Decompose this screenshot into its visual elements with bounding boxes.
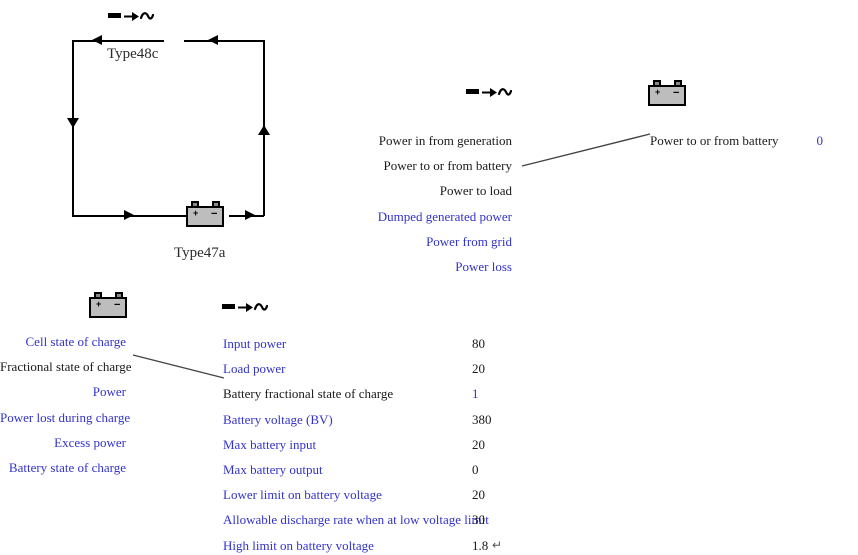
battery-minus-mark: − (211, 208, 218, 220)
parameter-value[interactable]: 80 (472, 336, 485, 351)
generation-output-row[interactable]: Dumped generated power (300, 204, 512, 229)
battery-input-list: Power to or from battery 0 (650, 128, 850, 153)
battery-body (89, 297, 127, 318)
battery-icon[interactable]: + − (648, 80, 690, 108)
generation-output-row[interactable]: Power loss (300, 254, 512, 279)
output-label: Cell state of charge (25, 334, 126, 349)
output-label: Power in from generation (378, 133, 512, 148)
battery-output-row[interactable]: Battery state of charge (0, 455, 126, 480)
parameter-label[interactable]: Battery fractional state of charge (223, 386, 394, 402)
ac-power-converter-icon (108, 7, 155, 25)
parameter-value[interactable]: 380 (472, 411, 492, 427)
parameter-value[interactable]: 1.8 (472, 537, 489, 553)
parameter-label[interactable]: Allowable discharge rate when at low vol… (223, 512, 489, 528)
generation-output-row[interactable]: Power to or from battery (300, 153, 512, 178)
output-label: Power loss (455, 258, 512, 274)
battery-minus-mark: − (114, 299, 121, 311)
output-label: Power lost during charge (0, 409, 131, 425)
parameter-label[interactable]: Max battery input (223, 436, 317, 452)
parameter-value[interactable]: 20 (472, 436, 485, 452)
battery-input-row[interactable]: Power to or from battery 0 (650, 128, 850, 153)
generation-output-row[interactable]: Power in from generation (300, 128, 512, 153)
battery-output-row[interactable]: Cell state of charge (0, 329, 126, 354)
arrowhead-bottom-right (245, 210, 255, 220)
battery-icon[interactable]: + − (186, 201, 228, 229)
input-label: Power to or from battery (650, 133, 779, 148)
arrowhead-right-up (258, 125, 270, 135)
output-label: Power from grid (426, 233, 512, 249)
parameter-value[interactable]: 20 (472, 361, 485, 377)
ac-power-converter-icon (222, 298, 269, 316)
battery-plus-mark: + (655, 87, 661, 97)
generation-output-row[interactable]: Power from grid (300, 229, 512, 254)
input-value[interactable]: 0 (816, 133, 824, 148)
arrowhead-top-right (208, 35, 218, 45)
battery-output-row[interactable]: Fractional state of charge (0, 354, 132, 379)
parameter-value[interactable]: 1 (472, 386, 479, 402)
battery-plus-mark: + (96, 299, 102, 309)
battery-minus-mark: − (673, 87, 680, 99)
parameter-value[interactable]: 20 (472, 487, 485, 503)
component-label-type47a[interactable]: Type47a (174, 245, 226, 261)
output-label: Power to or from battery (383, 158, 512, 174)
ac-power-converter-icon (466, 83, 513, 101)
wire-left (72, 40, 74, 216)
wire-top-left (72, 40, 164, 42)
arrowhead-top-left (92, 35, 102, 45)
parameter-label[interactable]: Input power (223, 336, 287, 351)
wire-top-right (184, 40, 264, 42)
output-label: Excess power (54, 434, 126, 450)
return-mark: ↵ (492, 538, 503, 552)
output-label: Battery state of charge (8, 459, 126, 475)
parameter-label[interactable]: Max battery output (223, 461, 323, 477)
parameter-label[interactable]: Lower limit on battery voltage (223, 487, 382, 503)
arrowhead-bottom-left (124, 210, 134, 220)
connector-line-battery-to-parameters (132, 354, 225, 379)
output-label: Fractional state of charge (0, 359, 132, 375)
generation-output-row[interactable]: Power to load (300, 178, 512, 203)
connector-line-generation-to-battery (521, 133, 651, 167)
battery-body (648, 85, 686, 106)
output-label: Power (92, 384, 126, 400)
battery-output-row[interactable]: Power lost during charge (0, 405, 130, 430)
battery-output-row[interactable]: Excess power (0, 430, 126, 455)
parameter-value[interactable]: 30 (472, 512, 485, 528)
parameter-label[interactable]: Load power (223, 361, 286, 377)
battery-output-row[interactable]: Power (0, 379, 126, 404)
parameter-label[interactable]: Battery voltage (BV) (223, 411, 333, 427)
parameter-label[interactable]: High limit on battery voltage (223, 537, 374, 553)
component-label-type48c[interactable]: Type48c (107, 46, 159, 62)
arrowhead-left-down (67, 118, 79, 128)
battery-plus-mark: + (193, 208, 199, 218)
battery-body (186, 206, 224, 227)
parameter-value[interactable]: 0 (472, 461, 479, 477)
output-label: Power to load (439, 183, 512, 199)
output-label: Dumped generated power (377, 208, 512, 224)
battery-icon[interactable]: + − (89, 292, 131, 320)
